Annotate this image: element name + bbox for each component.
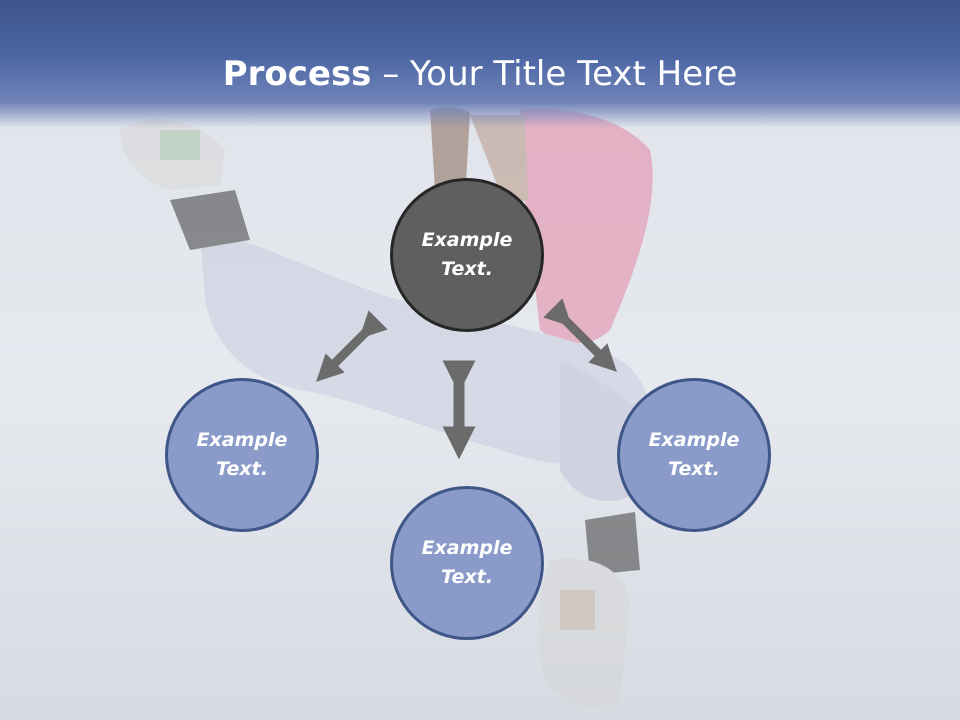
arrow-center-left-icon bbox=[316, 310, 388, 382]
page-title: Process – Your Title Text Here bbox=[0, 52, 960, 96]
left-circle: Example Text. bbox=[165, 378, 319, 532]
title-rest-part: – Your Title Text Here bbox=[371, 54, 738, 94]
bottom-circle: Example Text. bbox=[390, 486, 544, 640]
bottom-circle-label: Example Text. bbox=[421, 537, 513, 588]
title-bar bbox=[0, 0, 960, 128]
title-bold-part: Process bbox=[222, 54, 372, 94]
center-circle-label: Example Text. bbox=[421, 229, 513, 280]
center-circle: Example Text. bbox=[390, 178, 544, 332]
arrow-center-right-icon bbox=[543, 298, 617, 372]
right-circle: Example Text. bbox=[617, 378, 771, 532]
left-circle-label: Example Text. bbox=[196, 429, 288, 480]
right-circle-label: Example Text. bbox=[648, 429, 740, 480]
